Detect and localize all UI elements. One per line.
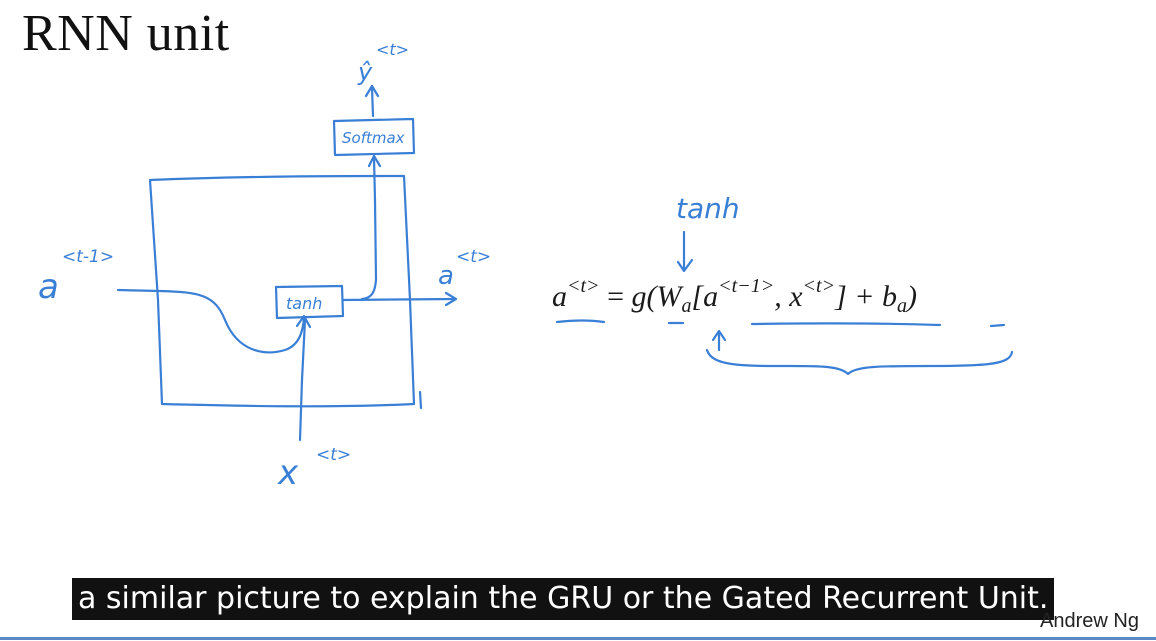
underline-concat bbox=[750, 322, 942, 327]
prediction-arrowhead bbox=[364, 84, 380, 98]
eq-lhs: a bbox=[552, 280, 567, 313]
eq-lhs-sup: <t> bbox=[567, 275, 600, 297]
output-activation-sup: <t> bbox=[456, 247, 491, 267]
author-credit: Andrew Ng bbox=[1040, 610, 1139, 632]
eq-b-sub: a bbox=[897, 295, 908, 317]
tanh-annotation-arrowhead bbox=[676, 258, 694, 273]
eq-comma-x: , x bbox=[774, 280, 803, 313]
weight-arrowhead bbox=[711, 329, 727, 342]
prediction-arrow bbox=[370, 86, 375, 118]
subtitle-caption: a similar picture to explain the GRU or … bbox=[72, 578, 1055, 620]
bottom-divider bbox=[0, 637, 1156, 640]
softmax-box-label: Softmax bbox=[342, 129, 405, 147]
prev-activation-label: a bbox=[38, 267, 59, 307]
eq-paren-close: ) bbox=[907, 280, 918, 313]
input-label: x bbox=[277, 453, 299, 493]
input-arrow bbox=[298, 318, 307, 442]
eq-bracket-open: [a bbox=[691, 280, 719, 313]
tanh-annotation: tanh bbox=[676, 192, 740, 225]
prediction-sup: <t> bbox=[376, 40, 409, 59]
slide-title: RNN unit bbox=[22, 5, 230, 62]
eq-equals: = bbox=[599, 280, 632, 313]
eq-func: g(W bbox=[631, 280, 682, 313]
eq-x-sup: <t> bbox=[802, 275, 836, 297]
prev-activation-arrowhead bbox=[295, 314, 312, 329]
softmax-branch-arrowhead bbox=[367, 154, 382, 168]
output-activation-label: a bbox=[438, 261, 454, 291]
softmax-branch-arrow bbox=[360, 156, 378, 301]
prediction-label: ŷ bbox=[357, 58, 373, 86]
curly-brace bbox=[705, 348, 1014, 376]
prev-activation-arrow bbox=[116, 288, 306, 354]
box-tick bbox=[418, 390, 423, 410]
prev-activation-sup: <t-1> bbox=[62, 247, 114, 267]
underline-b bbox=[989, 323, 1006, 328]
output-activation-arrowhead bbox=[444, 291, 458, 307]
rnn-equation: a<t> = g(Wa[a<t−1>, x<t>] + ba) bbox=[552, 276, 917, 316]
eq-w-sub: a bbox=[681, 295, 692, 317]
eq-prev-sup: <t−1> bbox=[718, 275, 775, 297]
eq-bracket-close: ] + b bbox=[835, 280, 898, 313]
underline-a-t bbox=[555, 319, 606, 324]
tanh-box-label: tanh bbox=[286, 294, 322, 313]
softmax-box bbox=[332, 117, 416, 157]
rnn-cell-box bbox=[148, 174, 416, 408]
input-sup: <t> bbox=[316, 445, 351, 465]
output-activation-arrow bbox=[341, 297, 457, 302]
tanh-box bbox=[274, 284, 345, 320]
